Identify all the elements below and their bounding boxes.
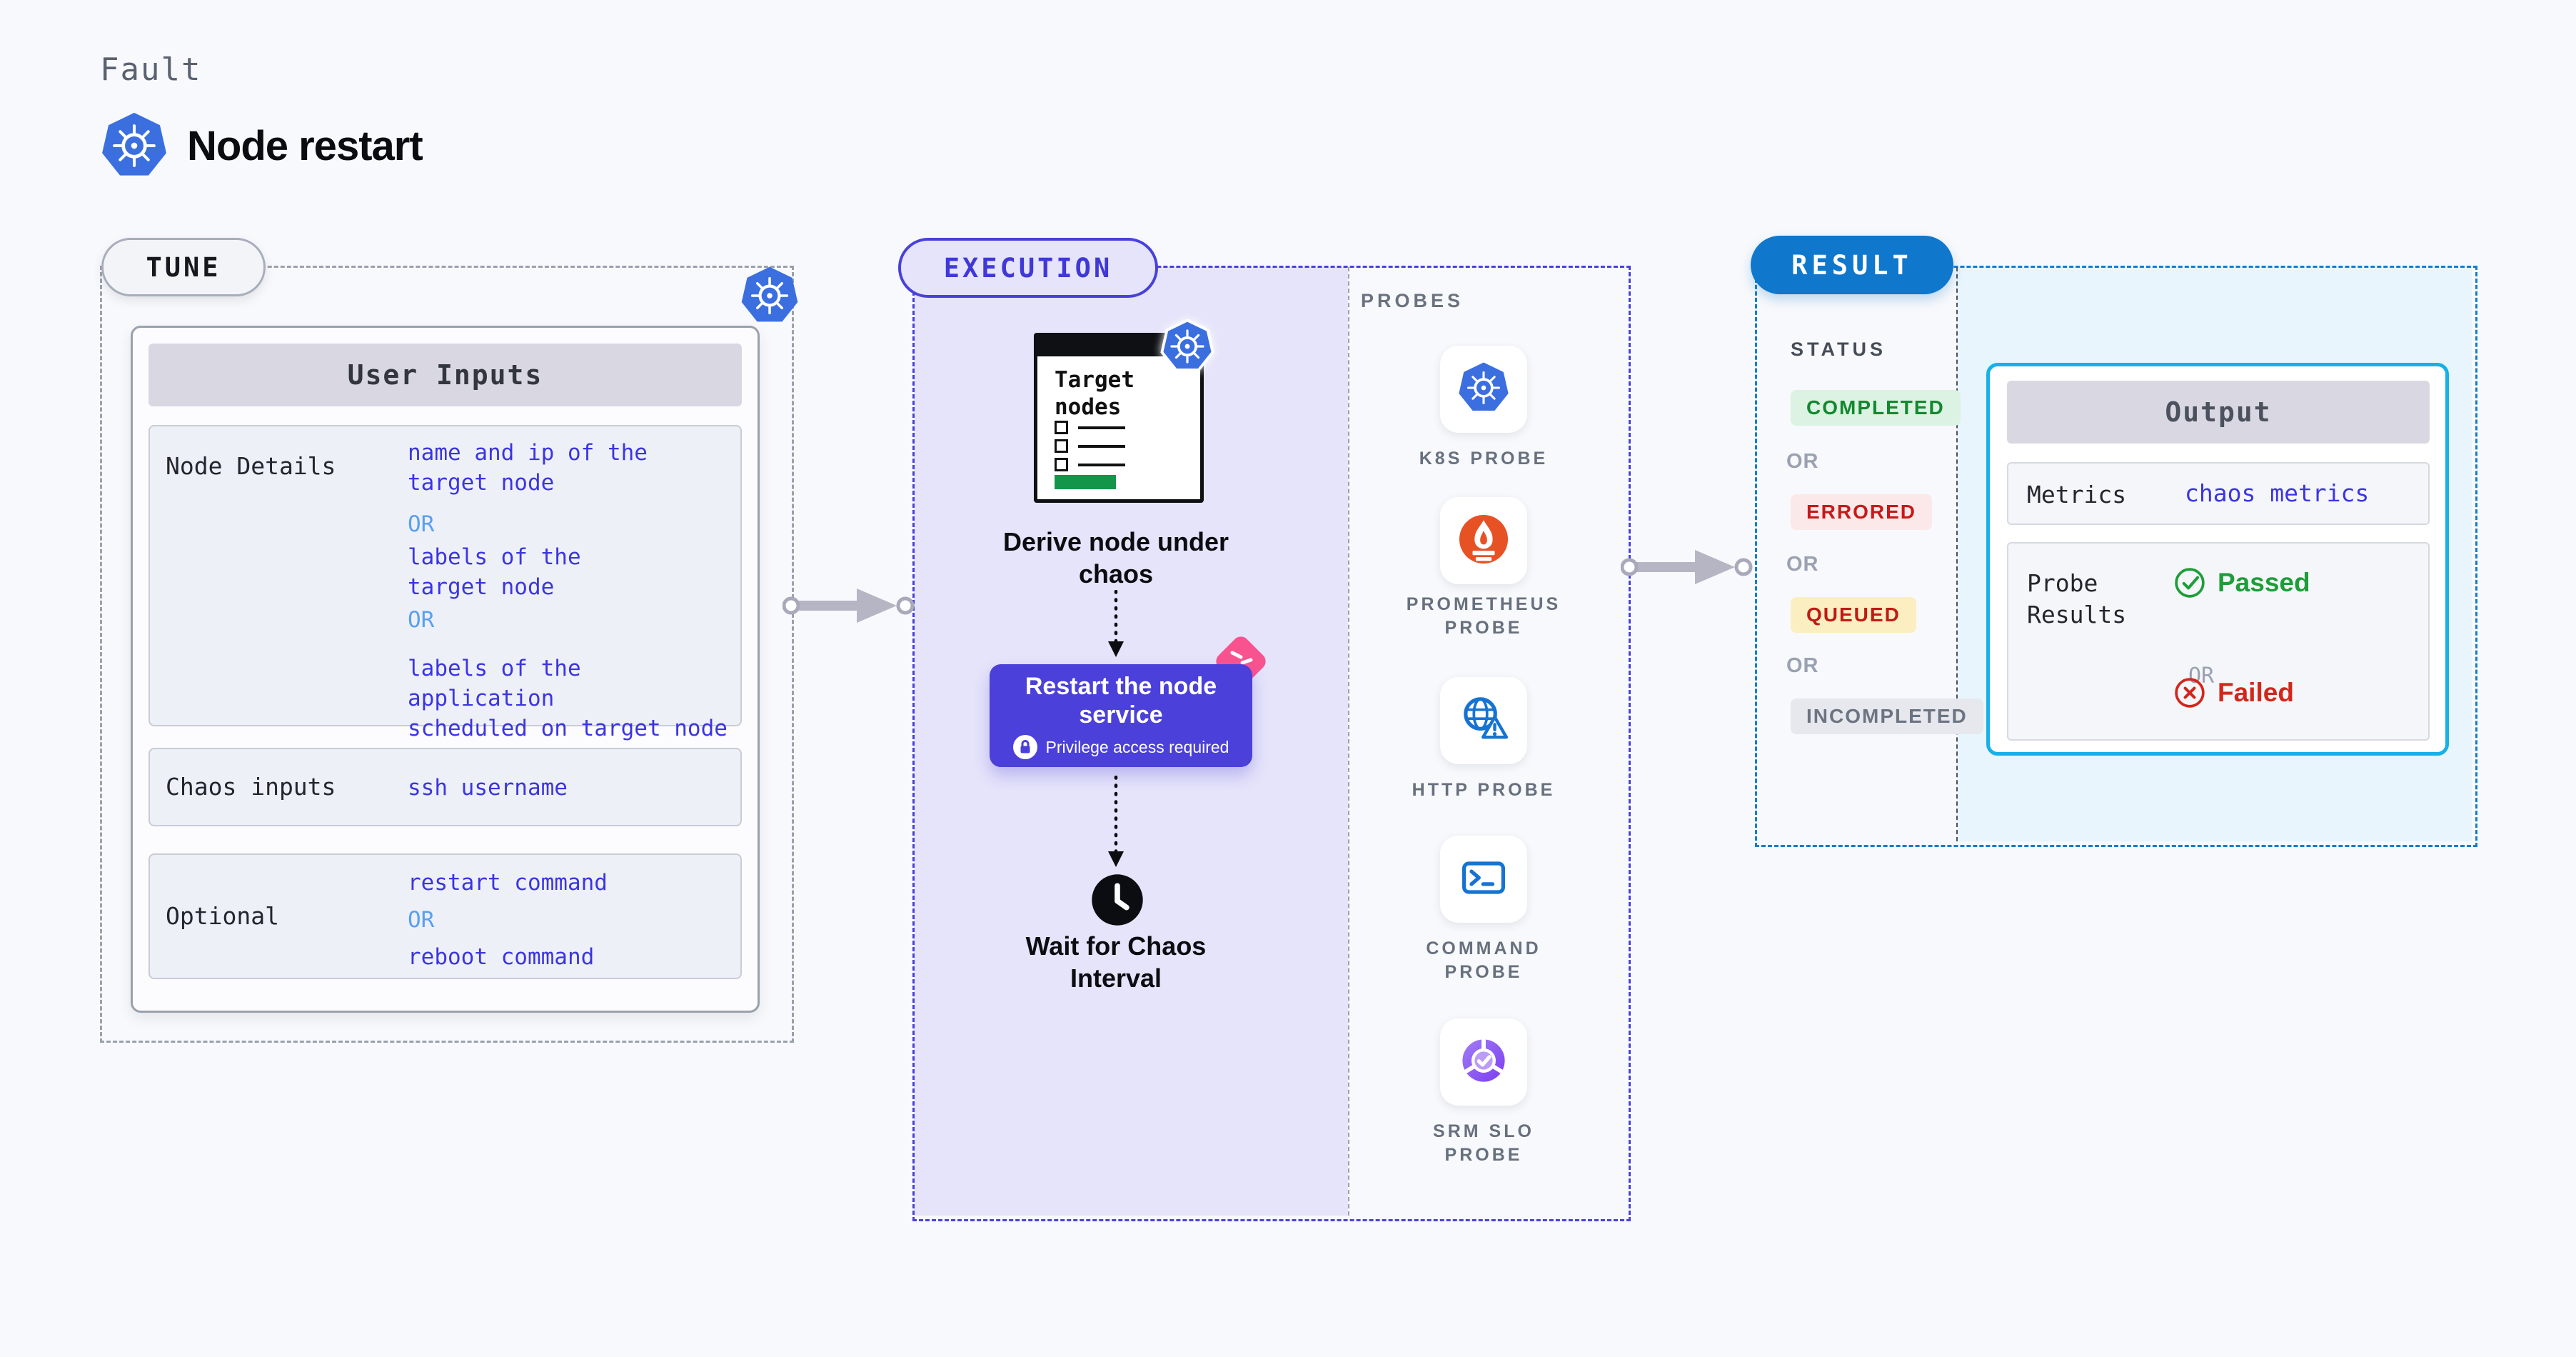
status-badge-queued: QUEUED — [1791, 597, 1916, 633]
checklist-item — [1055, 439, 1125, 453]
metrics-label: Metrics — [2027, 481, 2127, 509]
list-line — [1078, 463, 1125, 466]
checkbox-icon — [1055, 458, 1068, 471]
probes-title: PROBES — [1361, 290, 1464, 311]
checklist-item — [1055, 458, 1125, 471]
output-header: Output — [2007, 381, 2430, 444]
row-label: Chaos inputs — [166, 773, 336, 801]
privilege-note-text: Privilege access required — [1045, 737, 1229, 756]
wait-chaos-interval-caption: Wait for Chaos Interval — [1025, 931, 1207, 993]
input-hint: restart command — [408, 870, 608, 896]
flow-arrow-right-icon — [1620, 546, 1754, 591]
chaos-inputs-row: Chaos inputs ssh username — [149, 748, 742, 826]
passed-result: Passed — [2173, 566, 2310, 599]
status-badge-incompleted: INCOMPLETED — [1791, 698, 1983, 734]
page-title: Node restart — [187, 122, 423, 169]
execution-badge: EXECUTION — [898, 238, 1158, 298]
status-title: STATUS — [1791, 339, 1886, 360]
kubernetes-icon — [740, 266, 800, 326]
restart-node-service-step: Restart the node service Privilege acces… — [990, 664, 1252, 767]
clock-icon — [1090, 873, 1144, 927]
dotted-arrow-down-icon — [1106, 775, 1126, 871]
probe-results-label: Probe Results — [2027, 569, 2127, 629]
or-separator: OR — [408, 511, 435, 537]
probe-label: K8S PROBE — [1419, 449, 1549, 469]
list-line — [1078, 444, 1125, 448]
checkbox-icon — [1055, 439, 1068, 453]
x-circle-icon — [2175, 678, 2205, 708]
passed-text: Passed — [2218, 568, 2310, 597]
failed-result: Failed — [2173, 676, 2294, 709]
status-badge-errored: ERRORED — [1791, 494, 1933, 530]
target-nodes-card: Target nodes — [1034, 319, 1214, 503]
checklist-item — [1055, 421, 1125, 434]
probe-label: HTTP PROBE — [1412, 780, 1556, 800]
metrics-value: chaos metrics — [2185, 479, 2370, 507]
tune-section-box — [100, 266, 794, 1043]
fault-eyebrow-label: Fault — [100, 51, 202, 88]
or-separator: OR — [408, 607, 435, 633]
dotted-arrow-down-icon — [1106, 589, 1126, 661]
or-separator: OR — [1786, 450, 1819, 473]
input-hint: labels of the application scheduled on t… — [408, 656, 728, 741]
input-hint: labels of the target node — [408, 544, 581, 600]
green-progress-bar — [1055, 475, 1116, 489]
probe-label: COMMAND PROBE — [1426, 938, 1541, 982]
derive-node-caption: Derive node under chaos — [1002, 527, 1229, 589]
result-section-box — [1755, 266, 2477, 847]
input-hint: name and ip of the target node — [408, 440, 648, 496]
failed-text: Failed — [2218, 678, 2294, 707]
user-inputs-header: User Inputs — [149, 344, 742, 406]
or-separator: OR — [1786, 553, 1819, 576]
input-hint: ssh username — [408, 775, 568, 801]
kubernetes-icon — [100, 111, 168, 180]
command-probe-card — [1440, 836, 1527, 923]
metrics-row: Metrics chaos metrics — [2007, 462, 2430, 525]
row-label: Node Details — [166, 452, 336, 480]
execution-section-box — [912, 266, 1631, 1221]
input-hint: reboot command — [408, 944, 595, 970]
prometheus-probe-card — [1440, 497, 1527, 584]
page-header: Node restart — [100, 111, 423, 180]
probe-label: PROMETHEUS PROBE — [1406, 594, 1561, 638]
slo-pie-check-icon — [1457, 1034, 1510, 1090]
action-title: Restart the node service — [1025, 673, 1217, 728]
http-probe-card — [1440, 677, 1527, 764]
status-badge-completed: COMPLETED — [1791, 390, 1961, 426]
list-line — [1078, 426, 1125, 429]
terminal-icon — [1457, 851, 1510, 907]
flow-arrow-right-icon — [782, 584, 915, 630]
user-inputs-card: User Inputs Node Details name and ip of … — [131, 326, 760, 1013]
check-circle-icon — [2175, 568, 2205, 598]
kubernetes-icon — [1160, 319, 1214, 374]
checkbox-icon — [1055, 421, 1068, 434]
privilege-note: Privilege access required — [1012, 735, 1229, 759]
lock-icon — [1012, 735, 1037, 759]
result-badge: RESULT — [1751, 236, 1953, 294]
row-label: Optional — [166, 902, 279, 930]
or-separator: OR — [1786, 654, 1819, 677]
optional-row: Optional restart command OR reboot comma… — [149, 853, 742, 979]
node-details-row: Node Details name and ip of the target n… — [149, 425, 742, 741]
target-nodes-title: Target nodes — [1055, 367, 1134, 420]
or-separator: OR — [408, 907, 435, 933]
k8s-probe-card — [1440, 346, 1527, 433]
kubernetes-icon — [1457, 361, 1510, 417]
prometheus-icon — [1457, 513, 1510, 569]
status-output-divider — [1956, 267, 1958, 841]
http-globe-warning-icon — [1457, 693, 1510, 748]
execution-probes-divider — [1348, 267, 1349, 1216]
output-card: Output Metrics chaos metrics Probe Resul… — [1986, 363, 2449, 756]
srm-slo-probe-card — [1440, 1018, 1527, 1106]
probe-label: SRM SLO PROBE — [1433, 1121, 1534, 1165]
tune-badge: TUNE — [101, 238, 266, 296]
probe-results-row: Probe Results Passed OR Failed — [2007, 542, 2430, 741]
